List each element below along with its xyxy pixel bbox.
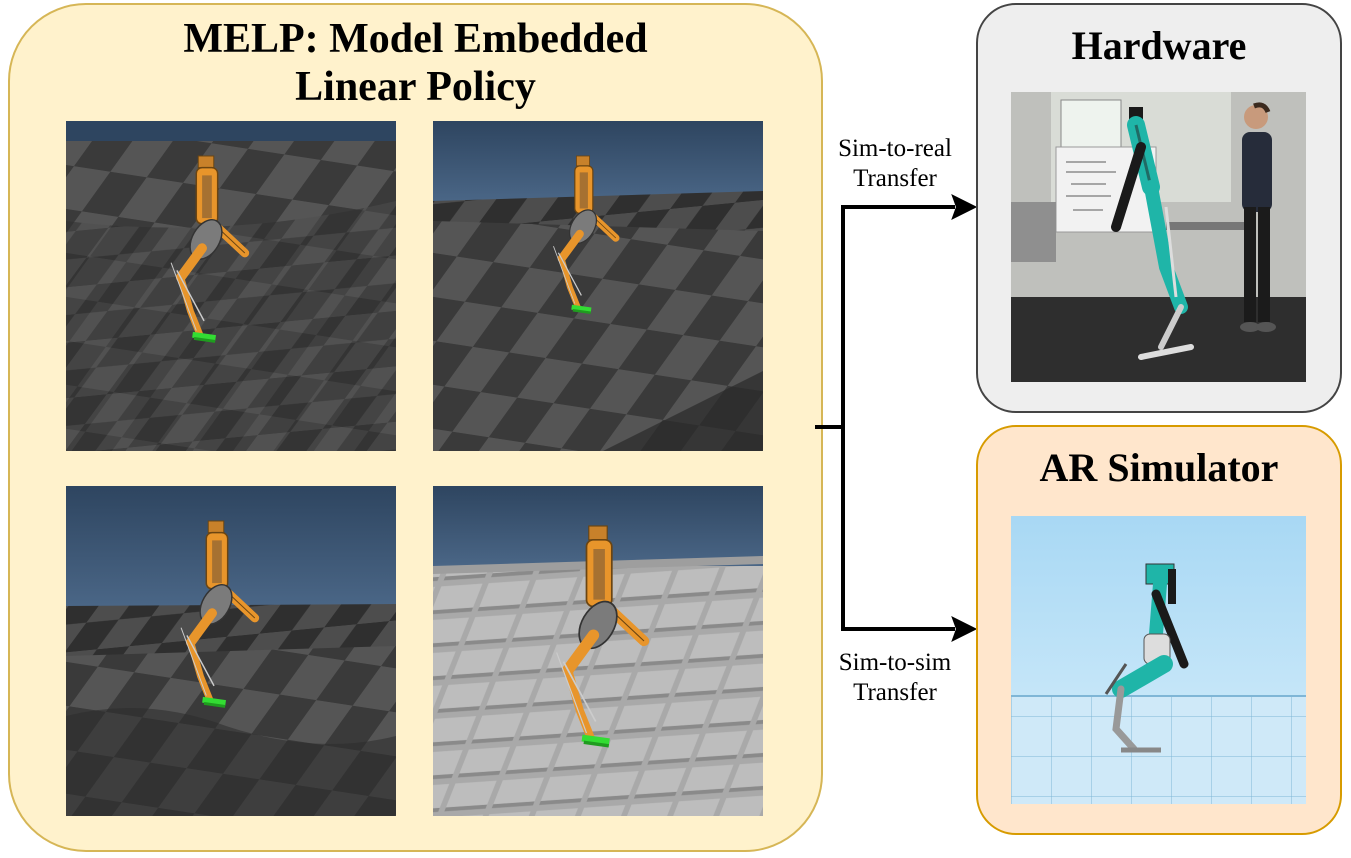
sim-to-sim-line1: Sim-to-sim bbox=[838, 649, 952, 676]
sim-to-real-label: Sim-to-real Transfer bbox=[815, 134, 975, 194]
sim-block-terrain-image bbox=[433, 486, 763, 816]
arrow-to-ar-icon bbox=[951, 615, 978, 643]
arrow-to-hardware-icon bbox=[951, 193, 978, 221]
hardware-panel: Hardware bbox=[976, 3, 1342, 413]
ar-simulator-render bbox=[1011, 516, 1306, 804]
melp-title-line2: Linear Policy bbox=[295, 64, 536, 110]
melp-title: MELP: Model Embedded Linear Policy bbox=[10, 15, 821, 111]
sim-to-sim-line2: Transfer bbox=[853, 679, 937, 706]
transfer-arrows bbox=[815, 193, 978, 643]
sim-slope-terrain-image bbox=[433, 121, 763, 451]
ar-simulator-panel: AR Simulator bbox=[976, 425, 1342, 835]
melp-title-line1: MELP: Model Embedded bbox=[183, 16, 648, 62]
sim-wave-terrain-image bbox=[66, 486, 396, 816]
sim-to-real-line1: Sim-to-real bbox=[838, 135, 952, 162]
hardware-photo bbox=[1011, 92, 1306, 382]
melp-panel: MELP: Model Embedded Linear Policy bbox=[8, 3, 823, 852]
hardware-title: Hardware bbox=[1071, 23, 1247, 68]
sim-flat-terrain-image bbox=[66, 121, 396, 451]
sim-to-real-line2: Transfer bbox=[853, 165, 937, 192]
sim-to-sim-label: Sim-to-sim Transfer bbox=[815, 648, 975, 708]
ar-simulator-title: AR Simulator bbox=[1039, 445, 1279, 490]
